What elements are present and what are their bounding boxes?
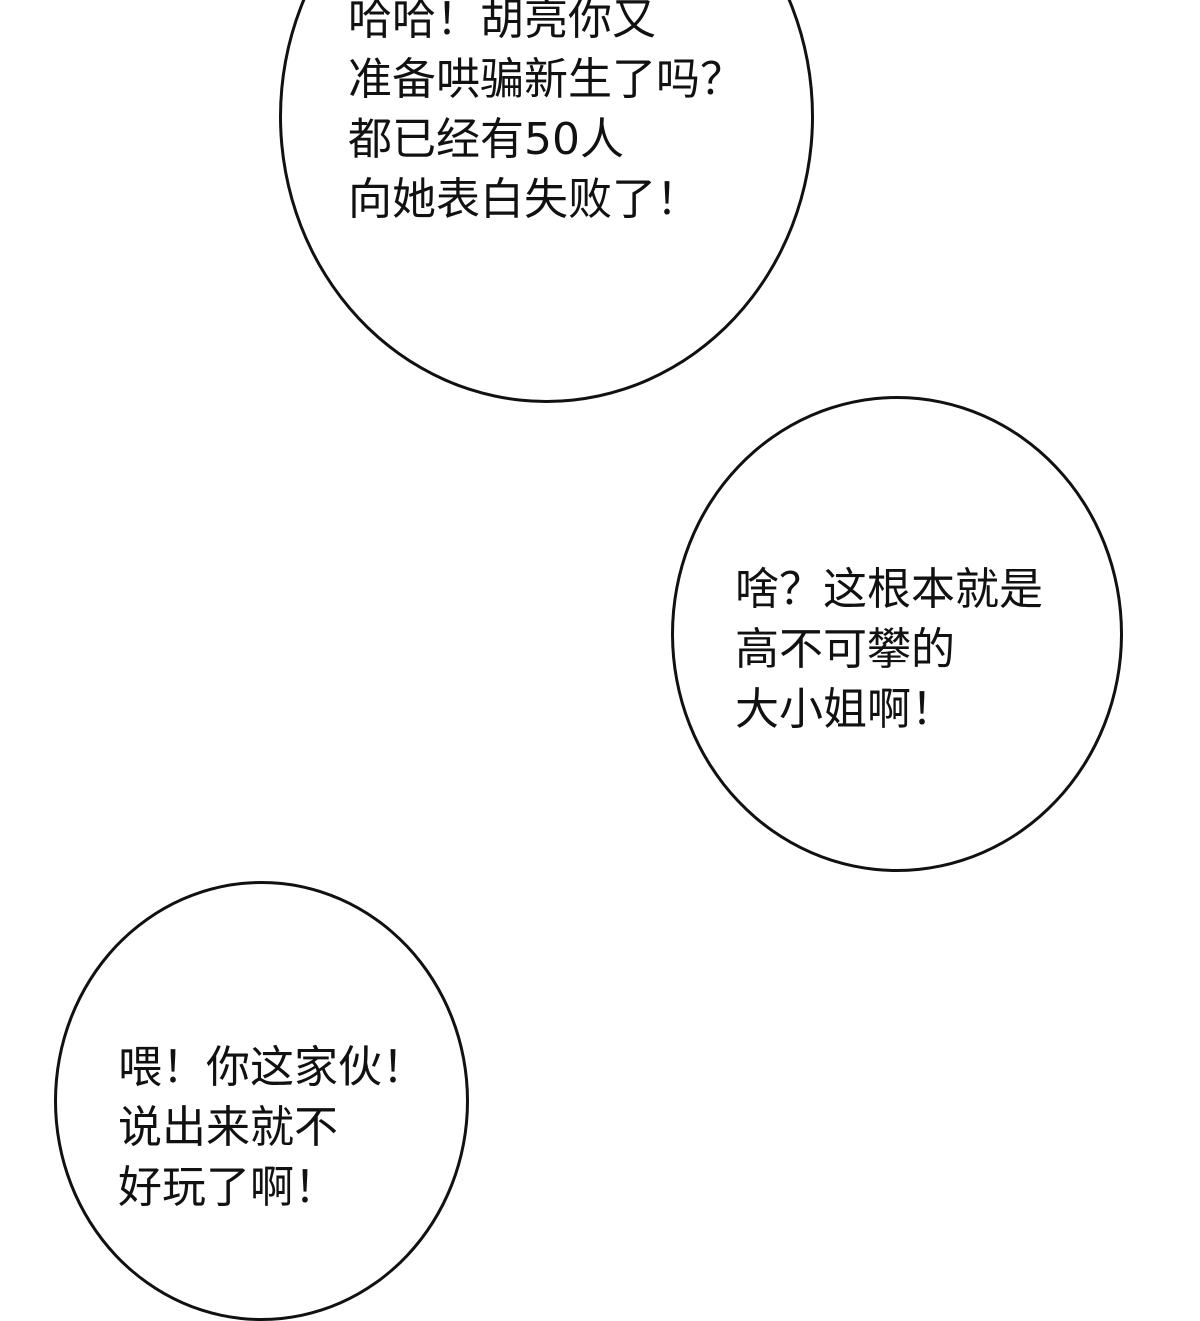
text-line: 大小姐啊！ [735, 684, 955, 735]
text-line: 都已经有50人 [348, 114, 624, 165]
speech-bubble-2-text: 啥？这根本就是 高不可攀的 大小姐啊！ [735, 560, 1043, 740]
text-line: 向她表白失败了！ [348, 174, 700, 225]
text-line: 说出来就不 [118, 1102, 338, 1153]
text-line: 啥？这根本就是 [735, 564, 1043, 615]
text-line: 高不可攀的 [735, 624, 955, 675]
speech-bubble-3-text: 喂！你这家伙！ 说出来就不 好玩了啊！ [118, 1038, 426, 1218]
text-line: 好玩了啊！ [118, 1162, 338, 1213]
text-line: 准备哄骗新生了吗？ [348, 54, 744, 105]
speech-bubble-2 [671, 396, 1123, 872]
speech-bubble-1-text: 哈哈！胡亮你又 准备哄骗新生了吗？ 都已经有50人 向她表白失败了！ [348, 0, 744, 230]
text-line: 哈哈！胡亮你又 [348, 0, 656, 45]
text-line: 喂！你这家伙！ [118, 1042, 426, 1093]
